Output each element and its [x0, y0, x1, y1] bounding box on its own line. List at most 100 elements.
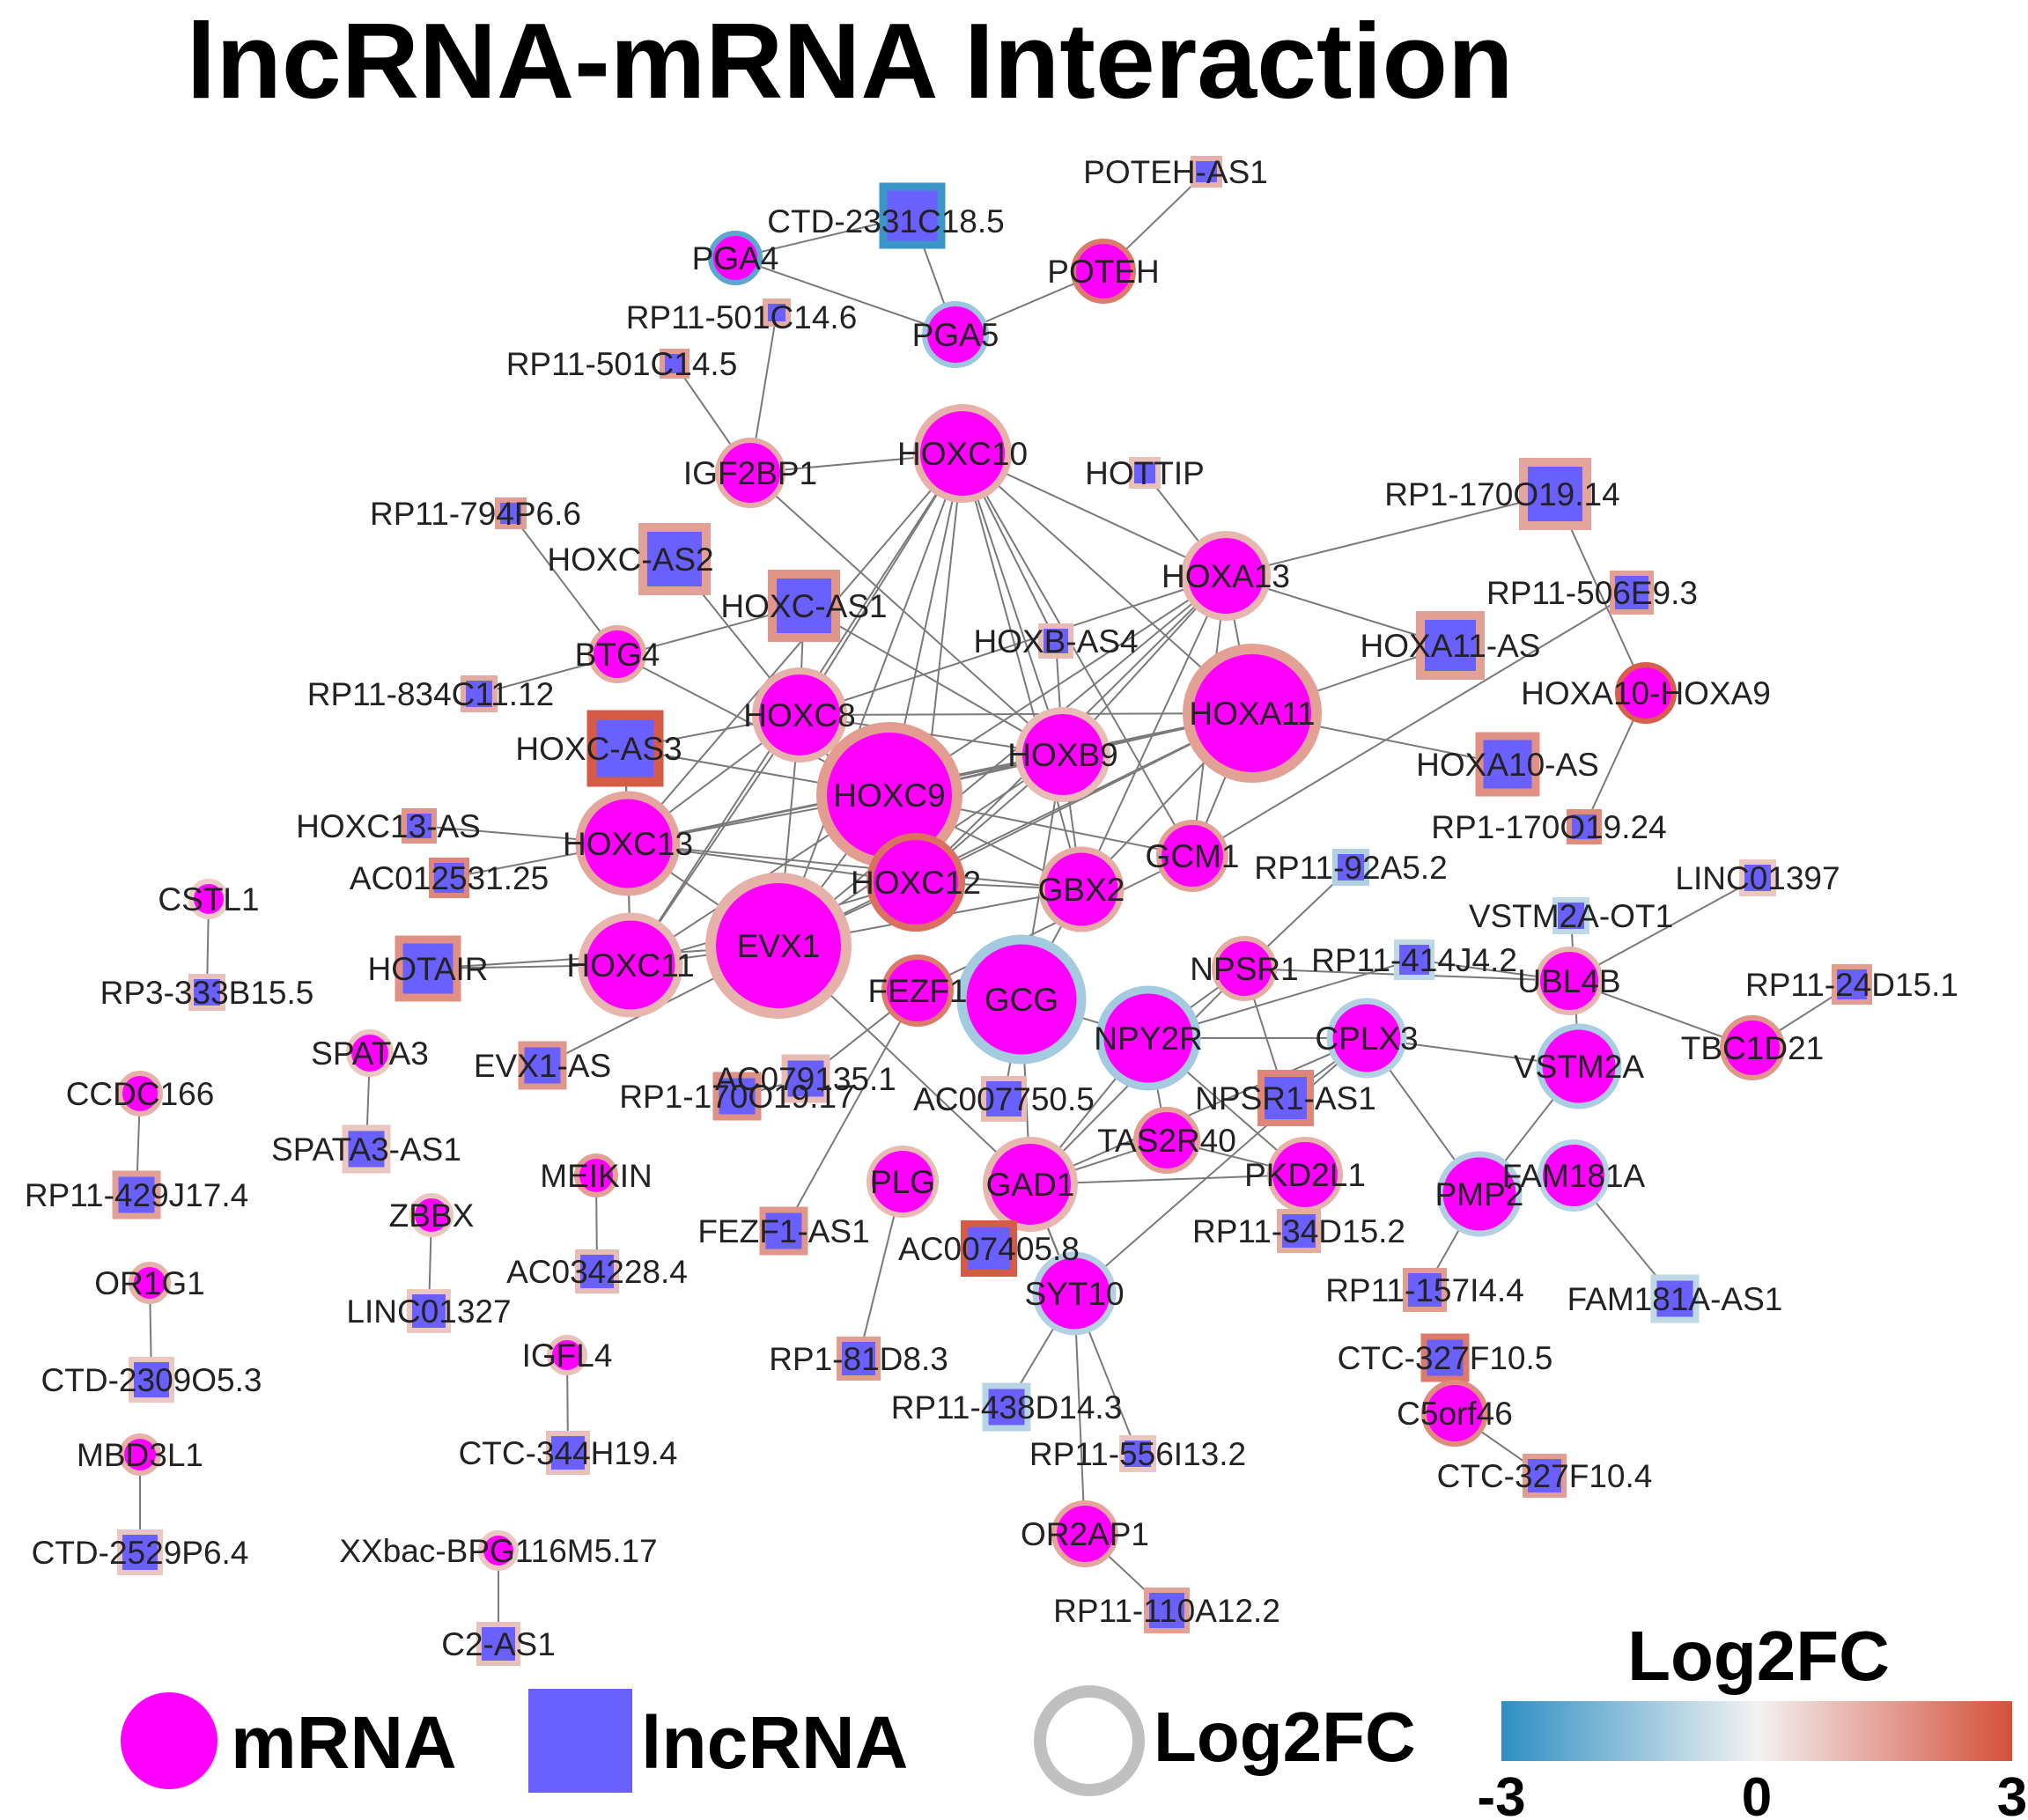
lncrna-node[interactable] [586, 710, 664, 787]
mrna-node[interactable] [1536, 1023, 1622, 1109]
lncrna-node[interactable] [759, 1206, 808, 1256]
lncrna-node[interactable] [1129, 457, 1161, 489]
lncrna-node[interactable] [1257, 1070, 1314, 1126]
mrna-node[interactable] [1615, 662, 1677, 724]
mrna-node[interactable] [346, 1029, 394, 1077]
lncrna-node[interactable] [1119, 1435, 1156, 1472]
lncrna-node[interactable] [961, 1220, 1017, 1277]
lncrna-node[interactable] [518, 1041, 567, 1090]
lncrna-node[interactable] [1832, 964, 1872, 1005]
lncrna-node[interactable] [429, 858, 469, 898]
mrna-node[interactable] [1326, 998, 1407, 1079]
lncrna-node[interactable] [981, 1076, 1027, 1122]
lncrna-node[interactable] [982, 1382, 1031, 1432]
node-label: RP11-157I4.4 [1325, 1272, 1524, 1308]
lncrna-square [638, 523, 711, 595]
lncrna-node[interactable] [495, 497, 527, 529]
lncrna-square [1191, 156, 1222, 188]
mrna-node[interactable] [1133, 1107, 1200, 1174]
lncrna-node[interactable] [1332, 849, 1369, 886]
mrna-node[interactable] [588, 625, 646, 683]
lncrna-node[interactable] [1277, 1209, 1321, 1253]
mrna-node[interactable] [1212, 936, 1277, 1001]
lncrna-node[interactable] [1552, 897, 1589, 934]
lncrna-node[interactable] [1038, 623, 1073, 659]
mrna-node[interactable] [913, 404, 1012, 503]
lncrna-node[interactable] [1191, 156, 1222, 188]
mrna-node[interactable] [922, 301, 989, 368]
lncrna-node[interactable] [768, 570, 840, 642]
mrna-node[interactable] [1535, 947, 1604, 1015]
mrna-node[interactable] [119, 1433, 161, 1476]
lncrna-node[interactable] [461, 675, 498, 712]
lncrna-node[interactable] [546, 1431, 590, 1475]
mrna-node[interactable] [1181, 531, 1271, 621]
mrna-node[interactable] [983, 1137, 1078, 1232]
lncrna-node[interactable] [1523, 1454, 1567, 1498]
mrna-node[interactable] [956, 934, 1087, 1065]
mrna-node[interactable] [867, 833, 965, 932]
lncrna-node[interactable] [1519, 458, 1591, 530]
lncrna-node[interactable] [188, 974, 225, 1011]
node-label: RP11-794P6.6 [370, 496, 581, 532]
mrna-node[interactable] [117, 1071, 163, 1116]
lncrna-node[interactable] [575, 1249, 619, 1293]
lncrna-node[interactable] [112, 1170, 161, 1219]
lncrna-node[interactable] [1650, 1274, 1700, 1323]
lncrna-node[interactable] [129, 1357, 174, 1403]
lncrna-node[interactable] [1567, 809, 1602, 844]
lncrna-node[interactable] [879, 182, 946, 249]
lncrna-node[interactable] [1475, 732, 1540, 797]
mrna-node[interactable] [578, 912, 683, 1018]
mrna-node[interactable] [188, 879, 229, 919]
lncrna-node[interactable] [402, 808, 437, 844]
lncrna-node[interactable] [395, 935, 461, 1002]
mrna-node[interactable] [1095, 985, 1201, 1091]
node-label: PKD2L1 [1244, 1157, 1366, 1193]
mrna-node[interactable] [1038, 846, 1125, 932]
mrna-node[interactable] [409, 1193, 454, 1237]
mrna-node[interactable] [478, 1530, 519, 1571]
mrna-node[interactable] [1436, 1151, 1523, 1237]
lncrna-node[interactable] [763, 298, 791, 327]
lncrna-node[interactable] [660, 349, 690, 379]
mrna-node[interactable] [708, 231, 763, 285]
lncrna-node[interactable] [1610, 571, 1654, 615]
mrna-node[interactable] [867, 1146, 939, 1218]
mrna-node[interactable] [1015, 707, 1110, 802]
mrna-node[interactable] [1538, 1139, 1610, 1212]
mrna-node[interactable] [1156, 820, 1228, 892]
lncrna-node[interactable] [712, 1072, 762, 1121]
mrna-node[interactable] [1032, 1251, 1117, 1336]
lncrna-node[interactable] [1739, 859, 1776, 896]
lncrna-node[interactable] [476, 1622, 520, 1666]
lncrna-node[interactable] [1394, 939, 1434, 980]
mrna-node[interactable] [1720, 1015, 1785, 1080]
lncrna-node[interactable] [1420, 1333, 1470, 1382]
lncrna-node[interactable] [837, 1337, 881, 1381]
mrna-node[interactable] [547, 1335, 587, 1375]
lncrna-node[interactable] [342, 1124, 391, 1174]
mrna-node[interactable] [1183, 644, 1322, 783]
mrna-node[interactable] [1421, 1380, 1488, 1447]
mrna-circle [1183, 644, 1322, 783]
mrna-node[interactable] [1071, 239, 1136, 304]
lncrna-node[interactable] [1403, 1268, 1447, 1312]
legend-ring-swatch [1034, 1685, 1145, 1796]
lncrna-node[interactable] [638, 523, 711, 595]
mrna-node[interactable] [575, 791, 681, 896]
mrna-node[interactable] [705, 873, 852, 1019]
lncrna-node[interactable] [407, 1289, 451, 1333]
lncrna-node[interactable] [1416, 611, 1485, 680]
lncrna-node[interactable] [117, 1529, 163, 1575]
lncrna-node[interactable] [781, 1054, 830, 1103]
mrna-node[interactable] [881, 954, 954, 1027]
lncrna-node[interactable] [1144, 1588, 1190, 1633]
mrna-node[interactable] [1051, 1500, 1118, 1567]
mrna-circle [409, 1193, 454, 1237]
mrna-circle [1615, 662, 1677, 724]
mrna-node[interactable] [715, 438, 785, 508]
mrna-node[interactable] [574, 1153, 618, 1197]
mrna-node[interactable] [752, 667, 847, 763]
mrna-node[interactable] [129, 1262, 171, 1304]
